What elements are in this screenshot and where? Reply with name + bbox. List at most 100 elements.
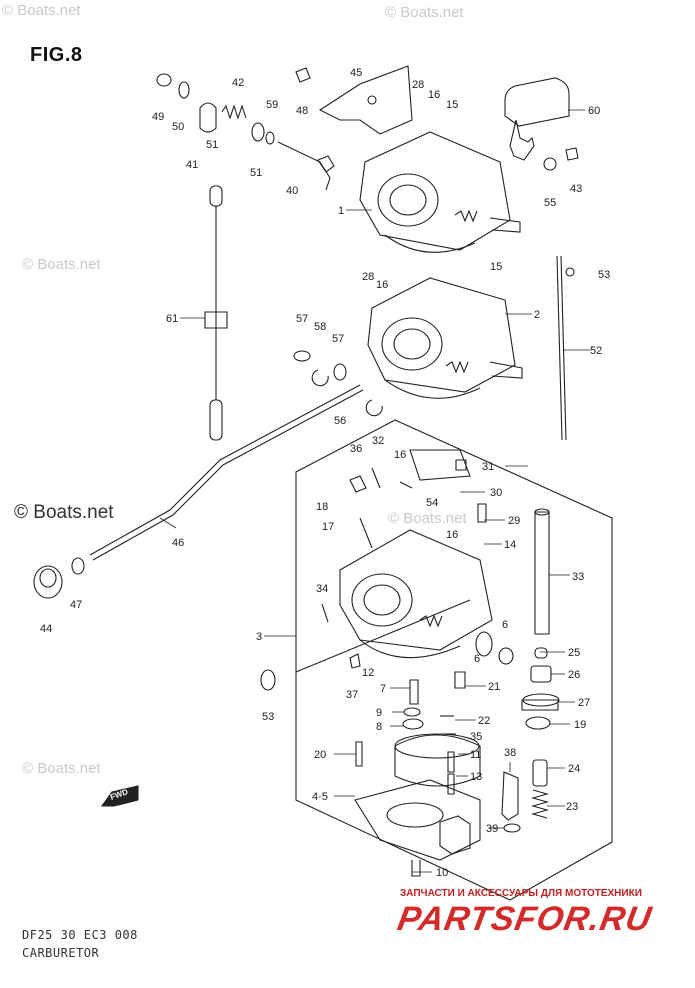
callout-46: 46 [172, 537, 184, 549]
callout-9: 9 [376, 707, 382, 719]
watermark-mid-left: © Boats.net [22, 256, 101, 273]
figure-code: DF25 30 EC3 008 [22, 928, 138, 942]
callout-47: 47 [70, 599, 82, 611]
callout-14: 14 [504, 539, 516, 551]
callout-40: 40 [286, 185, 298, 197]
callout-36: 36 [350, 443, 362, 455]
watermark-top-left: © Boats.net [2, 2, 81, 19]
callout-15a: 15 [446, 99, 458, 111]
callout-19: 19 [574, 719, 586, 731]
callout-26: 26 [568, 669, 580, 681]
tube-52 [556, 255, 567, 441]
linkage-assembly [156, 73, 335, 191]
watermark-center: © Boats.net [14, 502, 114, 523]
callout-52: 52 [590, 345, 602, 357]
callout-41: 41 [186, 159, 198, 171]
callout-27: 27 [578, 697, 590, 709]
callout-45: 45 [350, 67, 362, 79]
figure-title: FIG.8 [30, 44, 83, 66]
callout-12: 12 [362, 667, 374, 679]
callout-48: 48 [296, 105, 308, 117]
callout-53b: 53 [262, 711, 274, 723]
callout-16a: 16 [428, 89, 440, 101]
callout-16b: 16 [376, 279, 388, 291]
callout-58: 58 [314, 321, 326, 333]
callout-49: 49 [152, 111, 164, 123]
callout-31: 31 [482, 461, 494, 473]
callout-2: 2 [534, 309, 540, 321]
callout-labels: 1 2 3 4·5 6 6 7 8 9 10 11 12 13 14 15 15… [40, 67, 610, 879]
cap-60 [504, 77, 570, 161]
callout-16c: 16 [394, 449, 406, 461]
section-divider [295, 599, 471, 673]
callout-60: 60 [588, 105, 600, 117]
callout-24: 24 [568, 763, 580, 775]
watermark-right-mid: © Boats.net [388, 510, 467, 527]
callout-32: 32 [372, 435, 384, 447]
callout-23: 23 [566, 801, 578, 813]
callout-59: 59 [266, 99, 278, 111]
callout-44: 44 [40, 623, 52, 635]
linkage-rod-61 [204, 185, 228, 441]
callout-10: 10 [436, 867, 448, 879]
callout-51b: 51 [250, 167, 262, 179]
callout-29: 29 [508, 515, 520, 527]
callout-61: 61 [166, 313, 178, 325]
callout-1: 1 [338, 205, 344, 217]
callout-57b: 57 [332, 333, 344, 345]
callout-38: 38 [504, 747, 516, 759]
callout-28a: 28 [412, 79, 424, 91]
screws [260, 147, 579, 833]
carburetor-upper [359, 131, 521, 253]
callout-8: 8 [376, 721, 382, 733]
callout-3: 3 [256, 631, 262, 643]
brand-logo: PARTSFOR.RU [394, 900, 655, 938]
figure-caption: CARBURETOR [22, 946, 100, 960]
float-bowl [354, 733, 481, 877]
callout-6a: 6 [502, 619, 508, 631]
leader-lines [159, 109, 590, 873]
callout-4-5: 4·5 [312, 791, 328, 803]
fwd-arrow-icon [100, 785, 139, 807]
callout-7: 7 [380, 683, 386, 695]
knob-44 [33, 557, 85, 599]
callout-15b: 15 [490, 261, 502, 273]
callout-35: 35 [470, 731, 482, 743]
callout-6b: 6 [474, 653, 480, 665]
callout-42: 42 [232, 77, 244, 89]
callout-30: 30 [490, 487, 502, 499]
callout-54: 54 [426, 497, 438, 509]
callout-34: 34 [316, 583, 328, 595]
tube-33 [534, 508, 550, 635]
carburetor-3 [339, 449, 493, 659]
pump-parts [521, 647, 560, 819]
carburetor-lower [367, 277, 523, 399]
callout-50: 50 [172, 121, 184, 133]
cable-46 [89, 384, 364, 561]
callout-43: 43 [570, 183, 582, 195]
brand-tagline: ЗАПЧАСТИ И АКСЕССУАРЫ ДЛЯ МОТОТЕХНИКИ [400, 888, 642, 899]
callout-37: 37 [346, 689, 358, 701]
callout-17: 17 [322, 521, 334, 533]
bracket-45 [295, 65, 413, 135]
callout-33: 33 [572, 571, 584, 583]
callout-53a: 53 [598, 269, 610, 281]
section-border [295, 419, 613, 901]
callout-18: 18 [316, 501, 328, 513]
callout-21: 21 [488, 681, 500, 693]
callout-28b: 28 [362, 271, 374, 283]
callout-57a: 57 [296, 313, 308, 325]
callout-11: 11 [470, 749, 481, 761]
callout-39: 39 [486, 823, 498, 835]
callout-25: 25 [568, 647, 580, 659]
callout-13: 13 [470, 771, 482, 783]
callout-16d: 16 [446, 529, 458, 541]
callout-56: 56 [334, 415, 346, 427]
callout-22: 22 [478, 715, 490, 727]
watermark-lower-left: © Boats.net [22, 760, 101, 777]
callout-20: 20 [314, 749, 326, 761]
watermark-top-right: © Boats.net [385, 4, 464, 21]
callout-51a: 51 [206, 139, 218, 151]
callout-55: 55 [544, 197, 556, 209]
